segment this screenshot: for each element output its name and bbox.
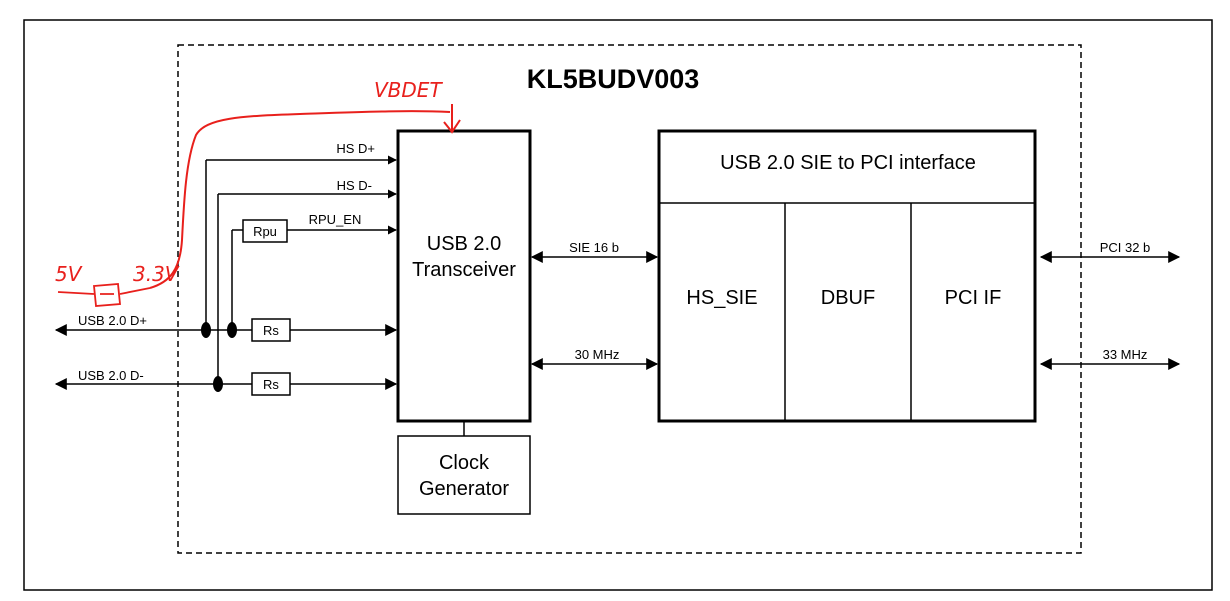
junction-dot-2 (227, 322, 237, 338)
chip-boundary (177, 44, 1082, 554)
clock-label-1: Clock (439, 452, 490, 474)
regulator-lead-left (57, 291, 95, 295)
chip-title: KL5BUDV003 (527, 64, 700, 94)
pci-if-label: PCI IF (945, 287, 1002, 309)
rpu-resistor (242, 219, 288, 243)
junction-dot-1 (201, 322, 211, 338)
outer-frame (23, 19, 1213, 591)
clock-label-2: Generator (419, 478, 509, 500)
sie16-label: SIE 16 b (569, 240, 619, 255)
dbuf-label: DBUF (821, 287, 875, 309)
pci32-label: PCI 32 b (1100, 240, 1151, 255)
clock-block (397, 435, 531, 515)
rpu-en-label: RPU_EN (309, 212, 362, 227)
usb-dm-label: USB 2.0 D- (78, 368, 144, 383)
regulator-lead-right (119, 287, 151, 295)
usb-dp-label: USB 2.0 D+ (78, 313, 147, 328)
rs2-label: Rs (263, 377, 279, 392)
v33-label: 3.3V (133, 262, 180, 286)
rpu-label: Rpu (253, 224, 277, 239)
transceiver-block (396, 129, 532, 423)
hs-dp-label: HS D+ (336, 141, 375, 156)
v5-label: 5V (55, 262, 83, 286)
regulator-symbol (93, 283, 121, 307)
mhz30-label: 30 MHz (575, 347, 620, 362)
transceiver-label-2: Transceiver (412, 259, 516, 281)
junction-dot-3 (213, 376, 223, 392)
sie-pci-block (657, 129, 1037, 423)
vbdet-arrow (443, 104, 461, 134)
mhz33-label: 33 MHz (1103, 347, 1148, 362)
vbdet-wire (149, 110, 451, 289)
hs-sie-label: HS_SIE (686, 287, 757, 309)
transceiver-label-1: USB 2.0 (427, 233, 501, 255)
rs1-label: Rs (263, 323, 279, 338)
hs-dm-label: HS D- (337, 178, 372, 193)
red-annotation: VBDET 5V 3.3V (55, 78, 461, 307)
sie-header-label: USB 2.0 SIE to PCI interface (720, 152, 976, 174)
vbdet-label: VBDET (374, 78, 443, 102)
